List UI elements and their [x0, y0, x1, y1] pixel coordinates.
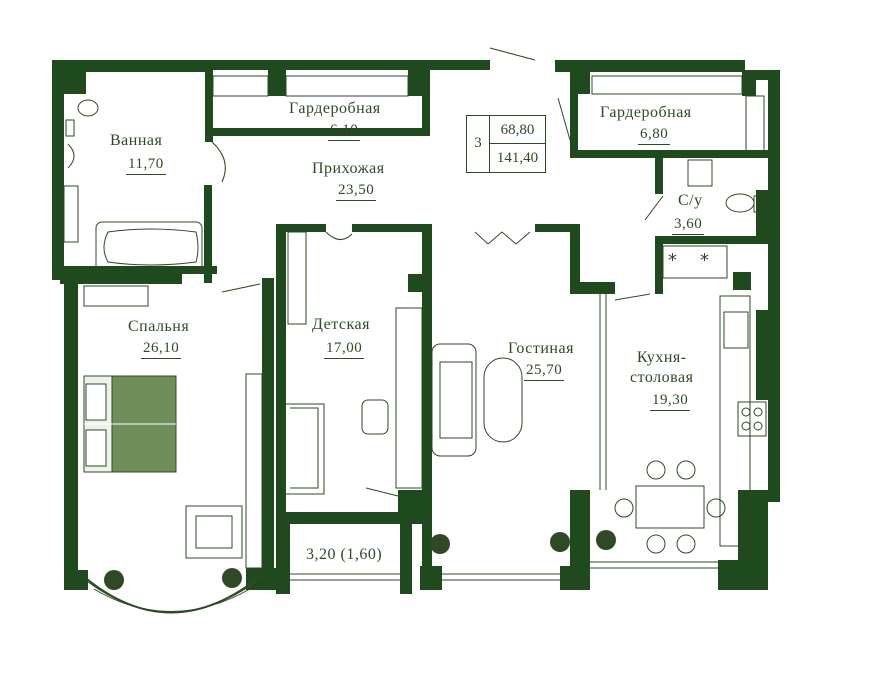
shaft-icon: * [668, 250, 677, 271]
area-total: 141,40 [496, 150, 539, 166]
area-living: 68,80 [500, 122, 535, 138]
room-name-wardrobe1: Гардеробная [289, 100, 381, 117]
room-area-hallway: 23,50 [336, 182, 377, 201]
apartment-info-box: 3 68,80 141,40 [466, 115, 546, 173]
room-name-living: Гостиная [508, 340, 574, 357]
room-area-wardrobe2: 6,80 [638, 126, 671, 145]
room-name-kitchen: Кухня- столовая [630, 349, 694, 386]
room-name-hallway: Прихожая [312, 160, 385, 177]
room-name-bathroom: Ванная [110, 132, 163, 149]
room-area-kitchen: 19,30 [650, 392, 691, 411]
rooms-count: 3 [474, 135, 482, 151]
room-name-wc: С/у [678, 192, 703, 209]
room-area-kids: 17,00 [324, 340, 365, 359]
room-area-living: 25,70 [524, 362, 565, 381]
room-area-wardrobe1: 6,10 [328, 122, 361, 141]
room-area-wc: 3,60 [672, 216, 705, 235]
room-name-wardrobe2: Гардеробная [600, 104, 692, 121]
room-area-bedroom: 26,10 [141, 340, 182, 359]
room-name-bedroom: Спальня [128, 318, 190, 335]
room-area-balcony: 3,20 (1,60) [306, 546, 383, 563]
room-name-kids: Детская [312, 316, 370, 333]
room-area-bathroom: 11,70 [126, 156, 166, 175]
plant-icon [104, 570, 124, 590]
svg-text:*: * [700, 250, 709, 271]
